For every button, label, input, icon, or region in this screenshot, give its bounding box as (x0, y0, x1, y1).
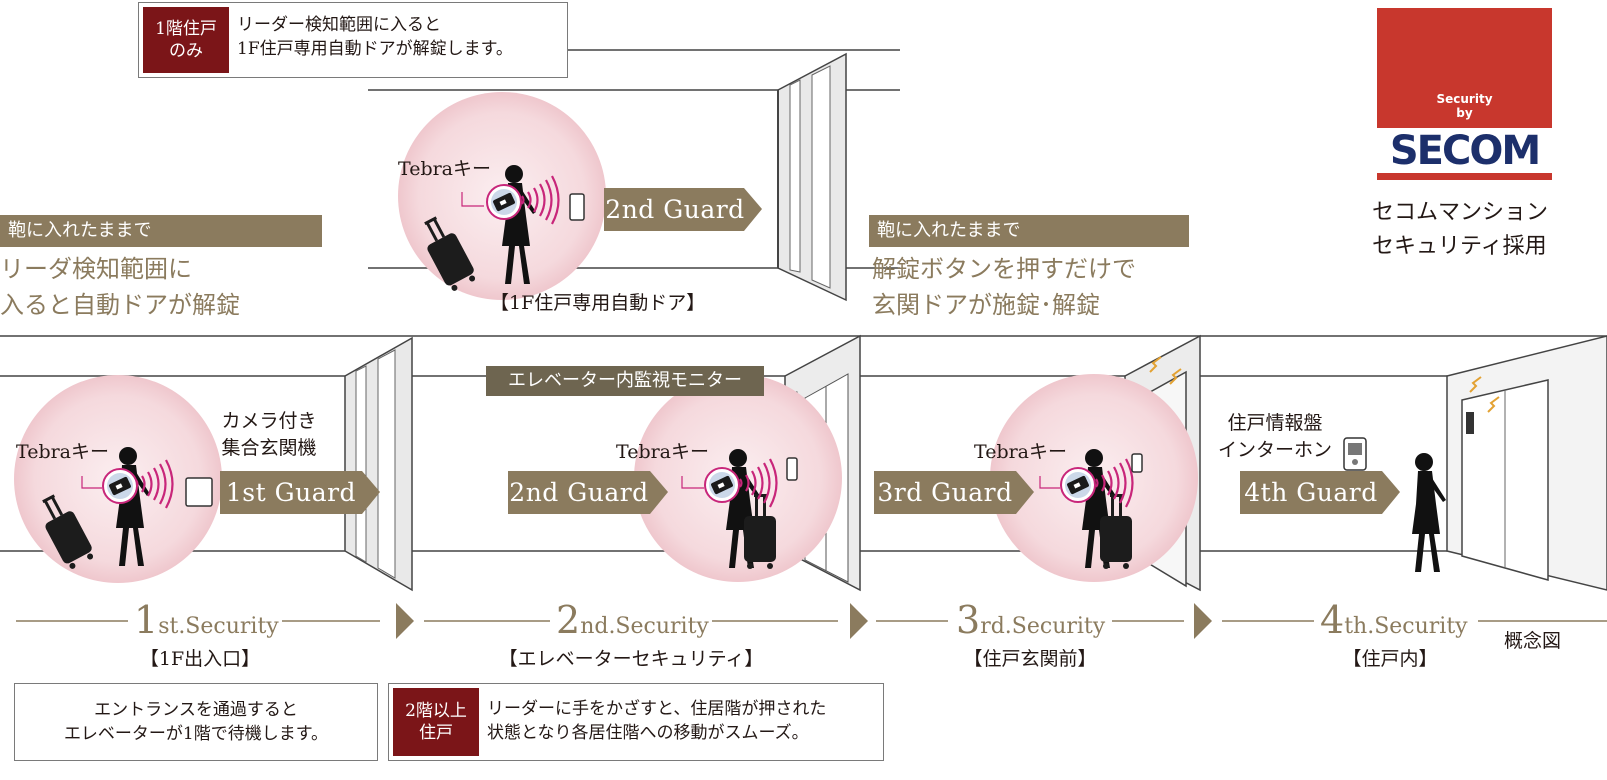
intercom-icon (1343, 437, 1367, 471)
top-auto-door (777, 52, 847, 302)
reader-icon-top (569, 193, 585, 221)
tebra-label-3: Tebraキー (974, 441, 1068, 463)
concept-label: 概念図 (1504, 630, 1562, 652)
step-4: 4th.Security (1320, 598, 1468, 642)
step-3: 3rd.Security (956, 598, 1106, 642)
guard-arrow-top (604, 188, 762, 231)
tebra-label-1: Tebraキー (16, 441, 110, 463)
bottom-note-2: 2階以上 住戸 リーダーに手をかざすと、住居階が押された 状態となり各居住階への… (388, 683, 884, 761)
step-4-caption: 【住戸内】 (1342, 648, 1438, 670)
top-note-tag: 1階住戸 のみ (143, 7, 229, 73)
left-band: 鞄に入れたままで (0, 215, 322, 247)
step-3-caption: 【住戸玄関前】 (963, 648, 1097, 670)
key-icon-top (486, 184, 522, 220)
tebra-label-2: Tebraキー (616, 441, 710, 463)
guard-label-3: 3rd Guard (877, 478, 1013, 507)
right-band-desc: 解錠ボタンを押すだけで 玄関ドアが施錠･解錠 (872, 255, 1136, 319)
guard-arrow-1 (220, 471, 380, 514)
secom-badge: Security by SECOM (1377, 8, 1552, 180)
inner-room (1446, 335, 1607, 591)
entrance-auto-door (344, 336, 413, 592)
key-icon-3 (1060, 467, 1096, 503)
right-band: 鞄に入れたままで (869, 215, 1189, 247)
tebra-label-top: Tebraキー (398, 158, 492, 180)
reader-icon-3 (1131, 453, 1143, 473)
guard-label-4: 4th Guard (1244, 478, 1378, 507)
key-icon-1 (102, 468, 138, 504)
step-1-caption: 【1F出入口】 (139, 648, 261, 670)
secom-title: セコムマンション セキュリティ採用 (1372, 200, 1549, 259)
step-1: 1st.Security (134, 598, 279, 642)
guard-arrow-3 (874, 471, 1034, 514)
guard-arrow-4 (1240, 471, 1400, 514)
secom-badge-line2: by (1456, 106, 1473, 120)
woman-figure-4 (1412, 453, 1446, 572)
left-band-desc: リーダ検知範囲に 入ると自動ドアが解錠 (0, 255, 240, 319)
bottom-note-1-text: エントランスを通過すると エレベーターが1階で待機します。 (63, 700, 329, 744)
secom-logo: SECOM (1389, 128, 1541, 174)
bottom-note-1: エントランスを通過すると エレベーターが1階で待機します。 (14, 683, 378, 761)
reader-icon-1 (185, 477, 213, 507)
timeline-arrow-3 (1194, 603, 1212, 639)
guard-arrow-2 (508, 471, 668, 514)
top-note: 1階住戸 のみ リーダー検知範囲に入ると 1F住戸専用自動ドアが解錠します。 (138, 2, 568, 78)
bottom-note-2-tag: 2階以上 住戸 (393, 688, 479, 756)
top-note-text: リーダー検知範囲に入ると 1F住戸専用自動ドアが解錠します。 (237, 15, 513, 59)
top-caption: 【1F住戸専用自動ドア】 (490, 292, 706, 314)
guard-label-1: 1st Guard (225, 478, 357, 507)
secom-logo-panel: SECOM (1377, 128, 1552, 178)
secom-badge-line1: Security (1436, 92, 1493, 106)
guard-label-top: 2nd Guard (605, 195, 745, 224)
reader-icon-2 (786, 457, 798, 481)
bottom-note-2-text: リーダーに手をかざすと、住居階が押された 状態となり各居住階への移動がスムーズ。 (487, 699, 827, 743)
timeline-arrow-1 (396, 603, 414, 639)
step-2-caption: 【エレベーターセキュリティ】 (498, 648, 764, 670)
key-icon-2 (704, 467, 740, 503)
guard-label-2: 2nd Guard (509, 478, 649, 507)
camera-intercom-label: カメラ付き 集合玄関機 (221, 410, 317, 459)
timeline-arrow-2 (850, 603, 868, 639)
intercom-label: 住戸情報盤 インターホン (1217, 412, 1332, 461)
step-2: 2nd.Security (556, 598, 709, 642)
elevator-monitor-label: エレベーター内監視モニター (486, 366, 764, 396)
